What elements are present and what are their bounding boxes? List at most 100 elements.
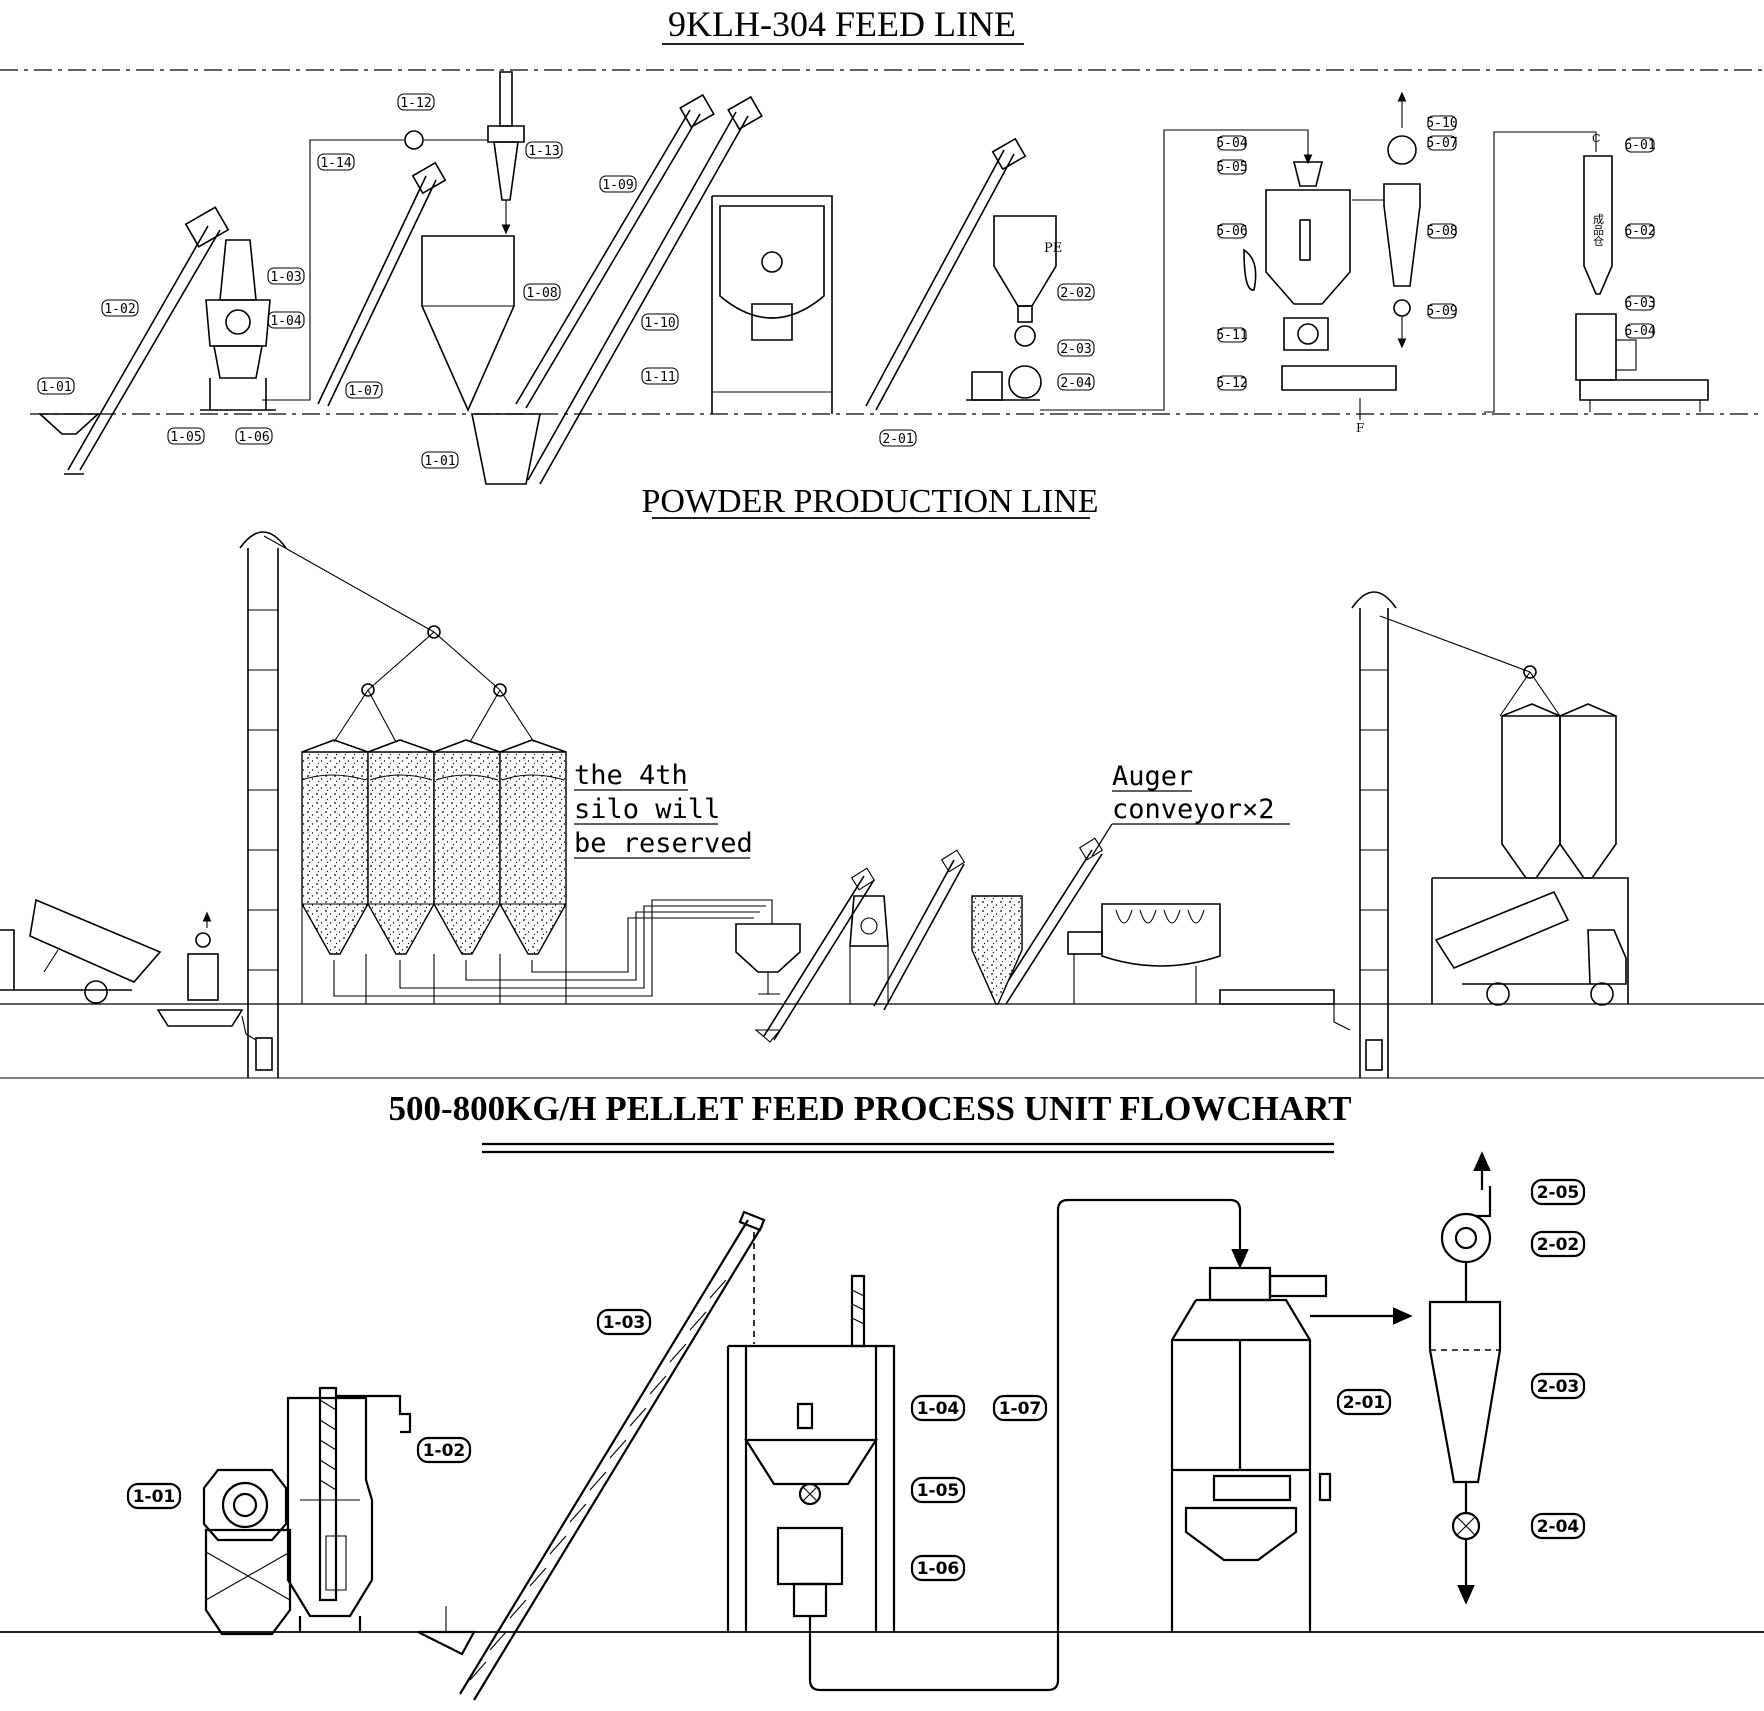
feed-label-1-10: 1-10 [641, 313, 679, 331]
svg-text:1-05: 1-05 [170, 430, 201, 445]
svg-text:2-02: 2-02 [1537, 1235, 1580, 1255]
pellet-label-1-03: 1-03 [596, 1308, 652, 1336]
feed-label-2-01: 2-01 [879, 429, 917, 447]
svg-text:1-01: 1-01 [424, 454, 455, 469]
pellet-flowchart-equipment [202, 1151, 1502, 1701]
feed-label-5-05: 5-05 [1216, 159, 1248, 175]
svg-text:5-10: 5-10 [1426, 116, 1457, 131]
feed-label-5-09: 5-09 [1426, 303, 1458, 319]
silo-note-line-1: the 4th [574, 760, 688, 791]
feed-label-5-12: 5-12 [1216, 375, 1248, 391]
silo-note-line-3: be reserved [574, 828, 753, 859]
svg-text:1-08: 1-08 [526, 286, 557, 301]
powder-line-title: POWDER PRODUCTION LINE [641, 483, 1098, 520]
feed-label-1-02: 1-02 [101, 299, 139, 317]
svg-text:5-12: 5-12 [1216, 376, 1247, 391]
svg-text:1-12: 1-12 [400, 96, 431, 111]
svg-text:1-07: 1-07 [999, 1399, 1042, 1419]
pellet-label-2-04: 2-04 [1530, 1512, 1586, 1540]
svg-text:1-06: 1-06 [917, 1559, 960, 1579]
feed-line-equipment: PE F C 成品仓 [37, 71, 1709, 485]
f-mark: F [1356, 421, 1364, 435]
feed-label-5-08: 5-08 [1426, 223, 1458, 239]
svg-text:1-11: 1-11 [644, 370, 675, 385]
pellet-label-1-07: 1-07 [992, 1394, 1048, 1422]
svg-text:2-03: 2-03 [1537, 1377, 1580, 1397]
svg-text:5-06: 5-06 [1216, 224, 1247, 239]
svg-text:1-07: 1-07 [348, 384, 379, 399]
svg-text:2-02: 2-02 [1060, 286, 1091, 301]
svg-text:1-14: 1-14 [320, 156, 351, 171]
feed-label-1-03: 1-03 [267, 267, 305, 285]
feed-label-1-07: 1-07 [345, 381, 383, 399]
svg-text:1-03: 1-03 [603, 1313, 646, 1333]
feed-label-1-08: 1-08 [523, 283, 561, 301]
pellet-label-2-01: 2-01 [1336, 1388, 1392, 1416]
pellet-label-2-02: 2-02 [1530, 1230, 1586, 1258]
svg-text:6-02: 6-02 [1624, 224, 1655, 239]
svg-text:5-07: 5-07 [1426, 136, 1457, 151]
c-mark: C [1592, 132, 1600, 145]
feed-label-1-13: 1-13 [525, 141, 563, 159]
svg-text:5-05: 5-05 [1216, 160, 1247, 175]
powder-line-equipment [0, 531, 1629, 1078]
feed-label-6-03: 6-03 [1624, 295, 1656, 311]
svg-text:1-13: 1-13 [528, 144, 559, 159]
svg-text:1-05: 1-05 [917, 1481, 960, 1501]
silo-note-line-2: silo will [574, 794, 720, 825]
feed-label-1-06: 1-06 [235, 427, 273, 445]
feed-label-1-01a: 1-01 [37, 377, 75, 395]
powder-line-notes: the 4th silo will be reserved Auger conv… [574, 760, 1290, 859]
svg-text:1-01: 1-01 [133, 1487, 176, 1507]
svg-text:1-09: 1-09 [602, 178, 633, 193]
svg-text:1-06: 1-06 [238, 430, 269, 445]
pellet-flowchart-labels: 1-01 1-02 1-03 1-04 1-05 1-06 1-07 2-01 … [126, 1178, 1586, 1582]
svg-text:1-01: 1-01 [40, 380, 71, 395]
svg-text:2-04: 2-04 [1060, 376, 1091, 391]
feed-label-1-04: 1-04 [267, 311, 305, 329]
feed-label-5-06: 5-06 [1216, 223, 1248, 239]
feed-label-5-10: 5-10 [1426, 115, 1458, 131]
pellet-flowchart-title: 500-800KG/H PELLET FEED PROCESS UNIT FLO… [388, 1089, 1351, 1128]
feed-label-6-02: 6-02 [1624, 223, 1656, 239]
pe-mark: PE [1044, 241, 1062, 256]
svg-text:2-01: 2-01 [882, 432, 913, 447]
svg-text:6-04: 6-04 [1624, 324, 1655, 339]
svg-text:1-04: 1-04 [270, 314, 301, 329]
svg-text:2-04: 2-04 [1537, 1517, 1580, 1537]
feed-label-1-11: 1-11 [641, 367, 679, 385]
feed-label-5-11: 5-11 [1216, 327, 1248, 343]
svg-text:2-01: 2-01 [1343, 1393, 1386, 1413]
feed-label-5-07: 5-07 [1426, 135, 1458, 151]
feed-label-6-04: 6-04 [1624, 323, 1656, 339]
svg-text:5-08: 5-08 [1426, 224, 1457, 239]
feed-label-1-09: 1-09 [599, 175, 637, 193]
pellet-label-1-02: 1-02 [416, 1436, 472, 1464]
feed-label-1-12: 1-12 [397, 93, 435, 111]
svg-text:6-01: 6-01 [1624, 138, 1655, 153]
svg-text:1-03: 1-03 [270, 270, 301, 285]
svg-text:5-09: 5-09 [1426, 304, 1457, 319]
svg-text:6-03: 6-03 [1624, 296, 1655, 311]
svg-text:1-04: 1-04 [917, 1399, 960, 1419]
product-bin-vertical-text: 成品仓 [1592, 213, 1605, 246]
svg-text:2-05: 2-05 [1537, 1183, 1580, 1203]
svg-text:1-02: 1-02 [104, 302, 135, 317]
feed-label-1-14: 1-14 [317, 153, 355, 171]
pellet-label-1-06: 1-06 [910, 1554, 966, 1582]
feed-line-title: 9KLH-304 FEED LINE [668, 4, 1016, 44]
svg-text:1-02: 1-02 [423, 1441, 466, 1461]
pellet-label-1-05: 1-05 [910, 1476, 966, 1504]
pellet-label-1-04: 1-04 [910, 1394, 966, 1422]
feed-label-5-04: 5-04 [1216, 135, 1248, 151]
svg-text:2-03: 2-03 [1060, 342, 1091, 357]
svg-text:1-10: 1-10 [644, 316, 675, 331]
feed-label-1-01b: 1-01 [421, 451, 459, 469]
svg-text:5-04: 5-04 [1216, 136, 1247, 151]
svg-text:5-11: 5-11 [1216, 328, 1247, 343]
auger-note-line-1: Auger [1112, 761, 1193, 792]
pellet-label-2-03: 2-03 [1530, 1372, 1586, 1400]
feed-label-2-04: 2-04 [1057, 373, 1095, 391]
